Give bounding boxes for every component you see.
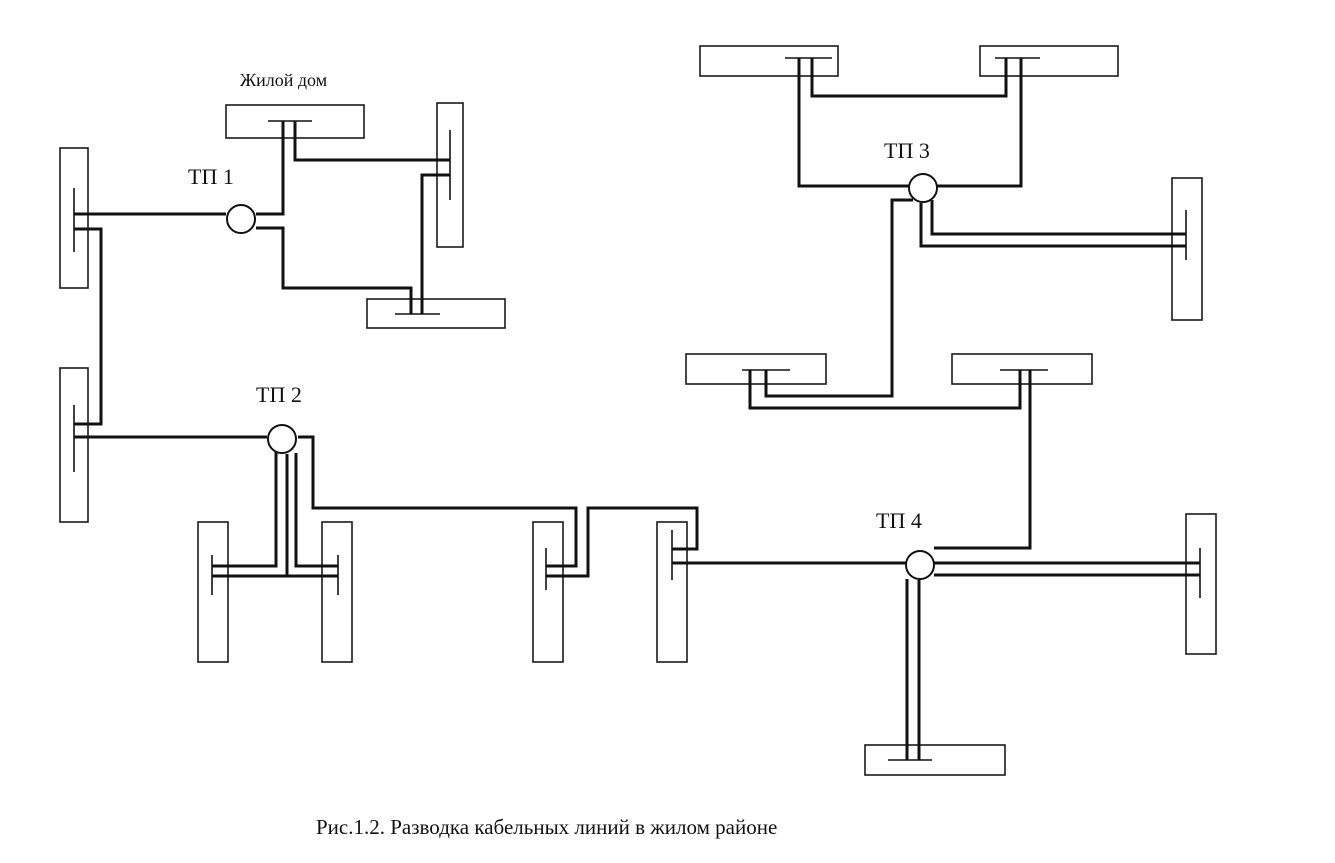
building-tp2-a bbox=[198, 522, 228, 662]
cable-tp3-right-1 bbox=[932, 200, 1186, 234]
building-tp3-top-left bbox=[700, 46, 838, 76]
tp1-label: ТП 1 bbox=[188, 164, 234, 189]
tp2-node bbox=[268, 425, 296, 453]
cable-tp3-top-left bbox=[799, 58, 909, 186]
house-label: Жилой дом bbox=[240, 70, 327, 90]
building-mid-right bbox=[952, 354, 1092, 384]
building-tp4-right bbox=[1186, 514, 1216, 654]
tp4-node bbox=[906, 551, 934, 579]
substations bbox=[227, 174, 937, 579]
buildings bbox=[60, 46, 1216, 775]
cable-lines bbox=[74, 58, 1200, 760]
cable-tp3-right-2 bbox=[921, 203, 1186, 246]
building-tp2-b bbox=[322, 522, 352, 662]
building-tp3-right bbox=[1172, 178, 1202, 320]
building-mid-left bbox=[686, 354, 826, 384]
tp1-node bbox=[227, 205, 255, 233]
cable-tp4-up bbox=[934, 370, 1030, 548]
tp3-label: ТП 3 bbox=[884, 138, 930, 163]
building-tp2-c bbox=[533, 522, 563, 662]
cable-tp3-top-right bbox=[936, 58, 1021, 186]
tp2-label: ТП 2 bbox=[256, 382, 302, 407]
tp3-node bbox=[909, 174, 937, 202]
cable-tp3-top-link bbox=[812, 58, 1006, 96]
figure-caption: Рис.1.2. Разводка кабельных линий в жило… bbox=[316, 815, 777, 839]
building-tp4-bottom bbox=[865, 745, 1005, 775]
tp4-label: ТП 4 bbox=[876, 508, 922, 533]
building-tp3-top-right bbox=[980, 46, 1118, 76]
